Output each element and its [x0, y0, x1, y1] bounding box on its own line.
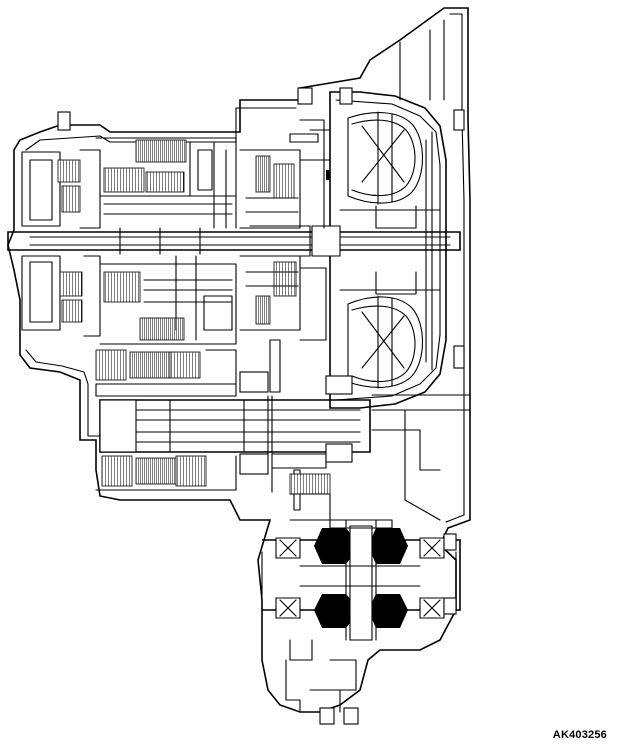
input-shaft — [7, 225, 461, 257]
mounting-bolts — [57, 87, 465, 725]
lower-clutch-assembly — [21, 255, 327, 345]
case-flange-ribs — [371, 19, 471, 521]
counter-shaft — [95, 349, 371, 493]
figure-reference-code: AK403256 — [552, 729, 607, 741]
upper-clutch-assembly — [21, 119, 331, 229]
lower-housing — [285, 639, 357, 713]
differential-assembly — [261, 519, 461, 641]
output-gear-column — [269, 339, 331, 521]
